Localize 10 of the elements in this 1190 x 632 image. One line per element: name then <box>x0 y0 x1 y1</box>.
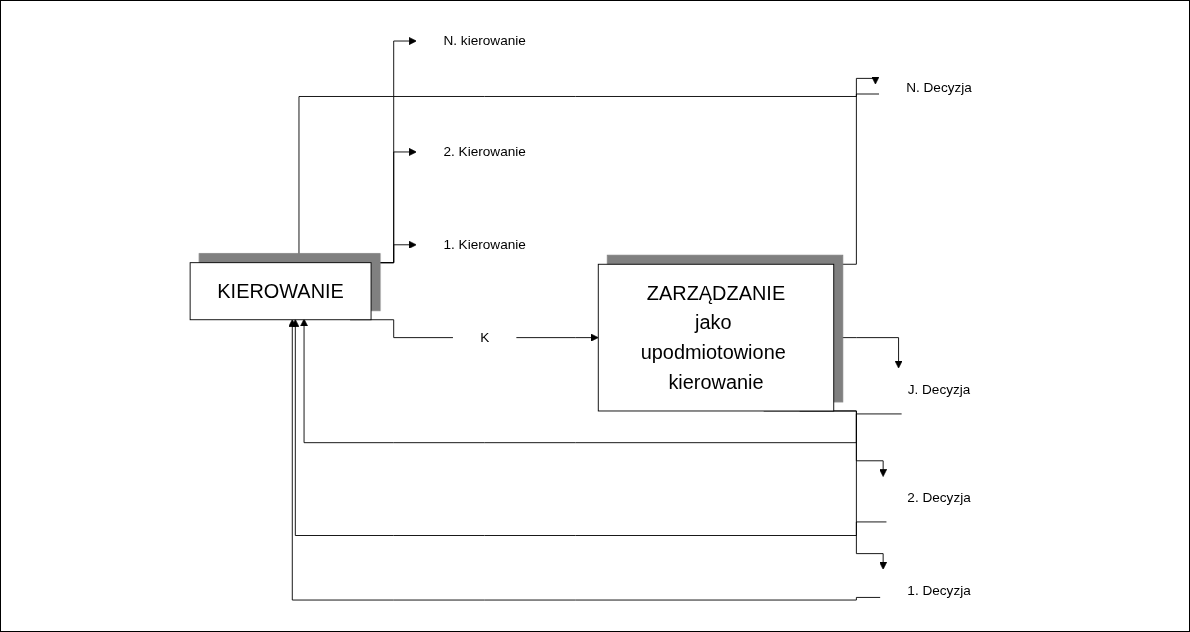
node-text: 2. Kierowanie <box>443 143 527 159</box>
node-box: KIEROWANIE <box>190 262 372 321</box>
node-text: N. Decyzja <box>906 79 973 95</box>
node-text: 2. Decyzja <box>907 489 972 506</box>
node-text: J. Decyzja <box>908 381 971 398</box>
node-box: ZARZĄDZANIE jako upodmiotowione kierowanie <box>598 263 835 412</box>
node-text: N. kierowanie <box>443 32 527 49</box>
node-text: 1. Kierowanie <box>443 236 527 252</box>
node-text: 1. Decyzja <box>907 582 972 598</box>
node-text: K <box>480 329 490 345</box>
